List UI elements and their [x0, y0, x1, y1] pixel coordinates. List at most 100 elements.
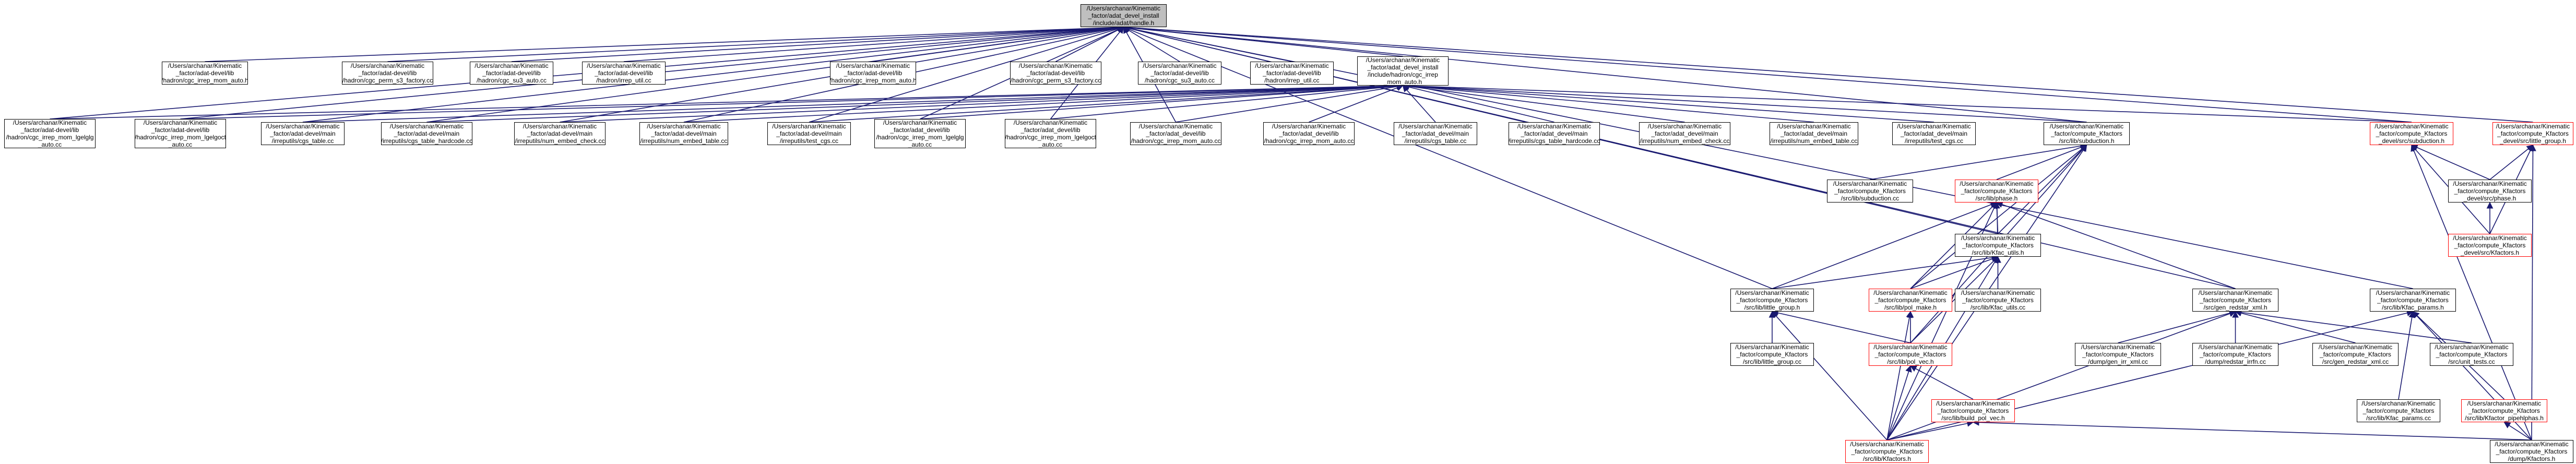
graph-node[interactable]: /Users/archanar/Kinematic_factor/compute… — [1730, 289, 1814, 312]
focus-node[interactable]: /Users/archanar/Kinematic_factor/adat_de… — [1081, 4, 1167, 27]
dependency-edge — [1772, 201, 1998, 289]
graph-node[interactable]: /Users/archanar/Kinematic_factor/adat-de… — [261, 122, 345, 145]
node-label-line: /Users/archanar/Kinematic — [883, 119, 957, 126]
node-label-line: /Users/archanar/Kinematic — [389, 123, 464, 130]
graph-node[interactable]: /Users/archanar/Kinematic_factor/adat_de… — [1130, 122, 1221, 145]
graph-node[interactable]: /Users/archanar/Kinematic_factor/compute… — [1845, 440, 1929, 463]
node-label-line: /hadron/cgc_irrep_mom_lgelglg — [876, 134, 964, 141]
graph-node[interactable]: /Users/archanar/Kinematic_factor/adat-de… — [639, 122, 728, 145]
node-label-line: /Users/archanar/Kinematic — [836, 62, 910, 69]
node-label-line: /Users/archanar/Kinematic — [1018, 62, 1093, 69]
graph-node[interactable]: /Users/archanar/Kinematic_factor/compute… — [1955, 289, 2041, 312]
dependency-edge — [1123, 26, 1773, 289]
graph-node[interactable]: /Users/archanar/Kinematic_factor/compute… — [1955, 234, 2041, 257]
graph-node[interactable]: /Users/archanar/Kinematic_factor/adat_de… — [1357, 56, 1449, 86]
graph-node[interactable]: /Users/archanar/Kinematic_factor/compute… — [1869, 343, 1952, 366]
graph-node[interactable]: /Users/archanar/Kinematic_factor/adat-de… — [1010, 62, 1101, 85]
node-label-line: /Users/archanar/Kinematic — [1833, 180, 1907, 187]
node-label-line: _factor/compute_Kfactors — [2363, 407, 2435, 414]
graph-node[interactable]: /Users/archanar/Kinematic_factor/compute… — [2192, 343, 2278, 366]
graph-node[interactable]: /Users/archanar/Kinematic_factor/adat_de… — [1005, 119, 1096, 148]
dependency-edge — [1772, 311, 1888, 441]
node-label-line: _factor/adat-devel/main — [394, 130, 460, 137]
node-label-line: /Users/archanar/Kinematic — [474, 62, 549, 69]
dependency-edge — [302, 82, 1404, 123]
graph-node[interactable]: /Users/archanar/Kinematic_factor/adat-de… — [470, 62, 553, 85]
graph-node[interactable]: /Users/archanar/Kinematic_factor/compute… — [2461, 399, 2547, 422]
node-label-line: _factor/adat_devel/main — [1780, 130, 1848, 137]
node-label-line: _factor/compute_Kfactors — [1834, 187, 1906, 195]
dependency-edge — [1402, 85, 1436, 123]
dependency-edge — [1309, 85, 1404, 123]
graph-node[interactable]: /Users/archanar/Kinematic_factor/adat-de… — [582, 62, 666, 85]
dependency-edge — [426, 25, 1124, 123]
node-label-line: _factor/adat-devel/lib — [1026, 69, 1085, 77]
graph-node[interactable]: /Users/archanar/Kinematic_factor/compute… — [1827, 180, 1913, 203]
graph-node[interactable]: /Users/archanar/Kinematic_factor/compute… — [2370, 289, 2456, 312]
dependency-edge — [426, 82, 1404, 123]
graph-node[interactable]: /Users/archanar/Kinematic_factor/adat-de… — [1250, 62, 1334, 85]
node-label-line: _factor/adat-devel/main — [651, 130, 717, 137]
node-label-line: _factor/compute_Kfactors — [2377, 296, 2449, 304]
node-label-line: _factor/compute_Kfactors — [2320, 351, 2391, 358]
graph-node[interactable]: /Users/archanar/Kinematic_factor/adat-de… — [830, 62, 916, 85]
node-label-line: /irreputils/test_cgs.cc — [779, 137, 839, 145]
node-label-line: _factor/compute_Kfactors — [2497, 130, 2569, 137]
graph-node[interactable]: /Users/archanar/Kinematic_factor/compute… — [1730, 343, 1814, 366]
graph-node[interactable]: /Users/archanar/Kinematic_factor/adat_de… — [1770, 122, 1858, 145]
node-label-line: _factor/adat-devel/main — [270, 130, 336, 137]
node-label-line: /hadron/irrep_util.cc — [1264, 77, 1320, 84]
node-label-line: /Users/archanar/Kinematic — [1086, 5, 1161, 12]
graph-node[interactable]: /Users/archanar/Kinematic_factor/adat-de… — [381, 122, 472, 145]
graph-node[interactable]: /Users/archanar/Kinematic_factor/compute… — [1955, 180, 2038, 203]
dependency-edge — [1910, 202, 1997, 289]
node-label-line: /src/lib/Kfac_params.h — [2382, 304, 2444, 311]
graph-node[interactable]: /Users/archanar/Kinematic_factor/adat-de… — [767, 122, 851, 145]
graph-node[interactable]: /Users/archanar/Kinematic_factor/compute… — [2490, 440, 2573, 463]
node-label-line: /src/lib/little_group.cc — [1742, 358, 1802, 365]
graph-node[interactable]: /Users/archanar/Kinematic_factor/adat_de… — [1394, 122, 1477, 145]
graph-node[interactable]: /Users/archanar/Kinematic_factor/compute… — [2357, 399, 2440, 422]
graph-node[interactable]: /Users/archanar/Kinematic_factor/compute… — [2492, 122, 2573, 145]
graph-node[interactable]: /Users/archanar/Kinematic_factor/adat-de… — [4, 119, 96, 148]
node-label-line: _mom_auto.h — [1383, 78, 1422, 86]
dependency-edge — [1996, 201, 2236, 289]
graph-node[interactable]: /Users/archanar/Kinematic_factor/compute… — [2448, 180, 2532, 203]
node-label-line: _factor/adat_devel/lib — [1146, 130, 1206, 137]
node-label-line: _devel/src/Kfactors.h — [2460, 249, 2520, 256]
node-label-line: _auto.cc — [1038, 141, 1063, 148]
graph-node[interactable]: /Users/archanar/Kinematic_factor/adat_de… — [1892, 122, 1976, 145]
node-label-line: _factor/compute_Kfactors — [1874, 296, 1946, 304]
node-label-line: /Users/archanar/Kinematic — [2453, 180, 2527, 187]
node-label-line: /src/lib/build_pol_vec.h — [1941, 414, 2005, 422]
graph-node[interactable]: /Users/archanar/Kinematic_factor/adat_de… — [1639, 122, 1730, 145]
graph-node[interactable]: /Users/archanar/Kinematic_factor/adat_de… — [1509, 122, 1600, 145]
graph-node[interactable]: /Users/archanar/Kinematic_factor/compute… — [2312, 343, 2399, 366]
node-label-line: /include/hadron/cgc_irrep — [1368, 71, 1438, 78]
node-label-line: /Users/archanar/Kinematic — [587, 62, 661, 69]
graph-node[interactable]: /Users/archanar/Kinematic_factor/compute… — [2430, 343, 2513, 366]
graph-node[interactable]: /Users/archanar/Kinematic_factor/adat-de… — [135, 119, 226, 148]
node-label-line: /src/lib/subduction.h — [2059, 137, 2115, 145]
node-label-line: /hadron/irrep_util.cc — [596, 77, 651, 84]
dependency-edge — [1402, 83, 1685, 123]
graph-node[interactable]: /Users/archanar/Kinematic_factor/adat-de… — [342, 62, 433, 85]
graph-node[interactable]: /Users/archanar/Kinematic_factor/adat-de… — [514, 122, 606, 145]
graph-node[interactable]: /Users/archanar/Kinematic_factor/adat-de… — [1138, 62, 1221, 85]
node-label-line: _factor/adat_devel/lib — [1279, 130, 1339, 137]
dependency-edge — [2489, 145, 2534, 180]
graph-node[interactable]: /Users/archanar/Kinematic_factor/adat-de… — [162, 62, 248, 85]
graph-node[interactable]: /Users/archanar/Kinematic_factor/adat_de… — [874, 119, 966, 148]
node-label-line: /Users/archanar/Kinematic — [2435, 343, 2509, 351]
graph-node[interactable]: /Users/archanar/Kinematic_factor/compute… — [2075, 343, 2161, 366]
graph-node[interactable]: /Users/archanar/Kinematic_factor/compute… — [1931, 399, 2015, 422]
node-label-line: /Users/archanar/Kinematic — [2496, 123, 2570, 130]
graph-node[interactable]: /Users/archanar/Kinematic_factor/compute… — [2448, 234, 2532, 257]
graph-node[interactable]: /Users/archanar/Kinematic_factor/compute… — [2192, 289, 2278, 312]
graph-node[interactable]: /Users/archanar/Kinematic_factor/compute… — [2370, 122, 2453, 145]
graph-node[interactable]: /Users/archanar/Kinematic_factor/compute… — [1869, 289, 1952, 312]
dependency-edge — [1050, 82, 1404, 120]
graph-node[interactable]: /Users/archanar/Kinematic_factor/adat_de… — [1263, 122, 1355, 145]
node-label-line: _devel/src/subduction.h — [2378, 137, 2445, 145]
graph-node[interactable]: /Users/archanar/Kinematic_factor/compute… — [2044, 122, 2130, 145]
